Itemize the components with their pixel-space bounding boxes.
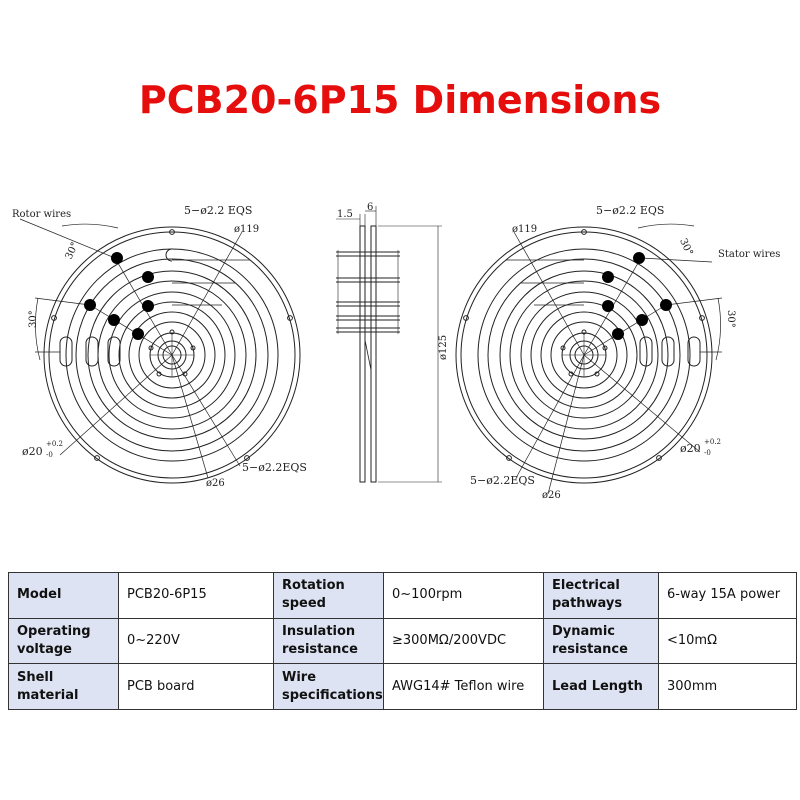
spec-label: Dynamic resistance	[543, 617, 659, 665]
stator-center-dia: ø26	[542, 490, 561, 501]
stator-inner-tol-plus: +0.2	[704, 438, 721, 446]
spec-value: <10mΩ	[658, 617, 797, 665]
spec-label: Lead Length	[543, 663, 659, 710]
spec-label: Wire specifications	[273, 663, 384, 710]
spec-value: PCB20-6P15	[118, 572, 274, 619]
spec-label: Electrical pathways	[543, 572, 659, 619]
stator-wires-label: Stator wires	[718, 249, 780, 260]
rotor-inner-dia: ø20	[22, 445, 43, 458]
spec-table: Model PCB20-6P15 Rotation speed 0~100rpm…	[8, 572, 797, 710]
rotor-view	[19, 218, 301, 484]
spec-value: PCB board	[118, 663, 274, 710]
spec-value: 300mm	[658, 663, 797, 710]
rotor-holes-top: 5−ø2.2 EQS	[184, 204, 252, 217]
spec-value: ≥300MΩ/200VDC	[383, 617, 544, 665]
side-view	[336, 206, 442, 483]
stator-outer-dia: ø119	[512, 224, 537, 235]
stator-inner-tol-minus: -0	[704, 449, 711, 457]
table-row: Shell material PCB board Wire specificat…	[8, 663, 797, 710]
rotor-holes-bottom: 5−ø2.2EQS	[242, 461, 307, 474]
table-row: Operating voltage 0~220V Insulation resi…	[8, 617, 797, 665]
stator-angle-top: 30°	[677, 237, 694, 258]
rotor-outer-dia: ø119	[234, 224, 259, 235]
spec-label: Rotation speed	[273, 572, 384, 619]
side-thickness: 1.5	[337, 209, 353, 220]
side-gap: 6	[367, 202, 373, 213]
rotor-angle-side: 30°	[28, 310, 39, 328]
rotor-angle-top: 30°	[64, 241, 81, 262]
dimension-drawing: Rotor wires 30° 30° 5−ø2.2 EQS ø119 ø20 …	[12, 202, 780, 501]
spec-label: Operating voltage	[8, 617, 119, 665]
stator-holes-bottom: 5−ø2.2EQS	[470, 474, 535, 487]
spec-label: Insulation resistance	[273, 617, 384, 665]
stator-inner-dia: ø20	[680, 442, 701, 455]
rotor-inner-tol-plus: +0.2	[46, 440, 63, 448]
rotor-wire-dots	[84, 252, 154, 340]
rotor-inner-tol-minus: -0	[46, 451, 53, 459]
stator-holes-top: 5−ø2.2 EQS	[596, 204, 664, 217]
rotor-center-dia: ø26	[206, 478, 225, 489]
stator-view	[455, 223, 723, 495]
spec-value: 0~220V	[118, 617, 274, 665]
table-row: Model PCB20-6P15 Rotation speed 0~100rpm…	[8, 572, 797, 619]
stator-wire-dots	[602, 252, 672, 340]
spec-value: 6-way 15A power	[658, 572, 797, 619]
rotor-wires-label: Rotor wires	[12, 209, 71, 220]
page-title: PCB20-6P15 Dimensions	[138, 78, 662, 122]
stator-angle-side: 30°	[725, 310, 736, 328]
spec-value: 0~100rpm	[383, 572, 544, 619]
spec-label: Shell material	[8, 663, 119, 710]
spec-value: AWG14# Teflon wire	[383, 663, 544, 710]
spec-label: Model	[8, 572, 119, 619]
side-height: ø125	[438, 335, 449, 360]
